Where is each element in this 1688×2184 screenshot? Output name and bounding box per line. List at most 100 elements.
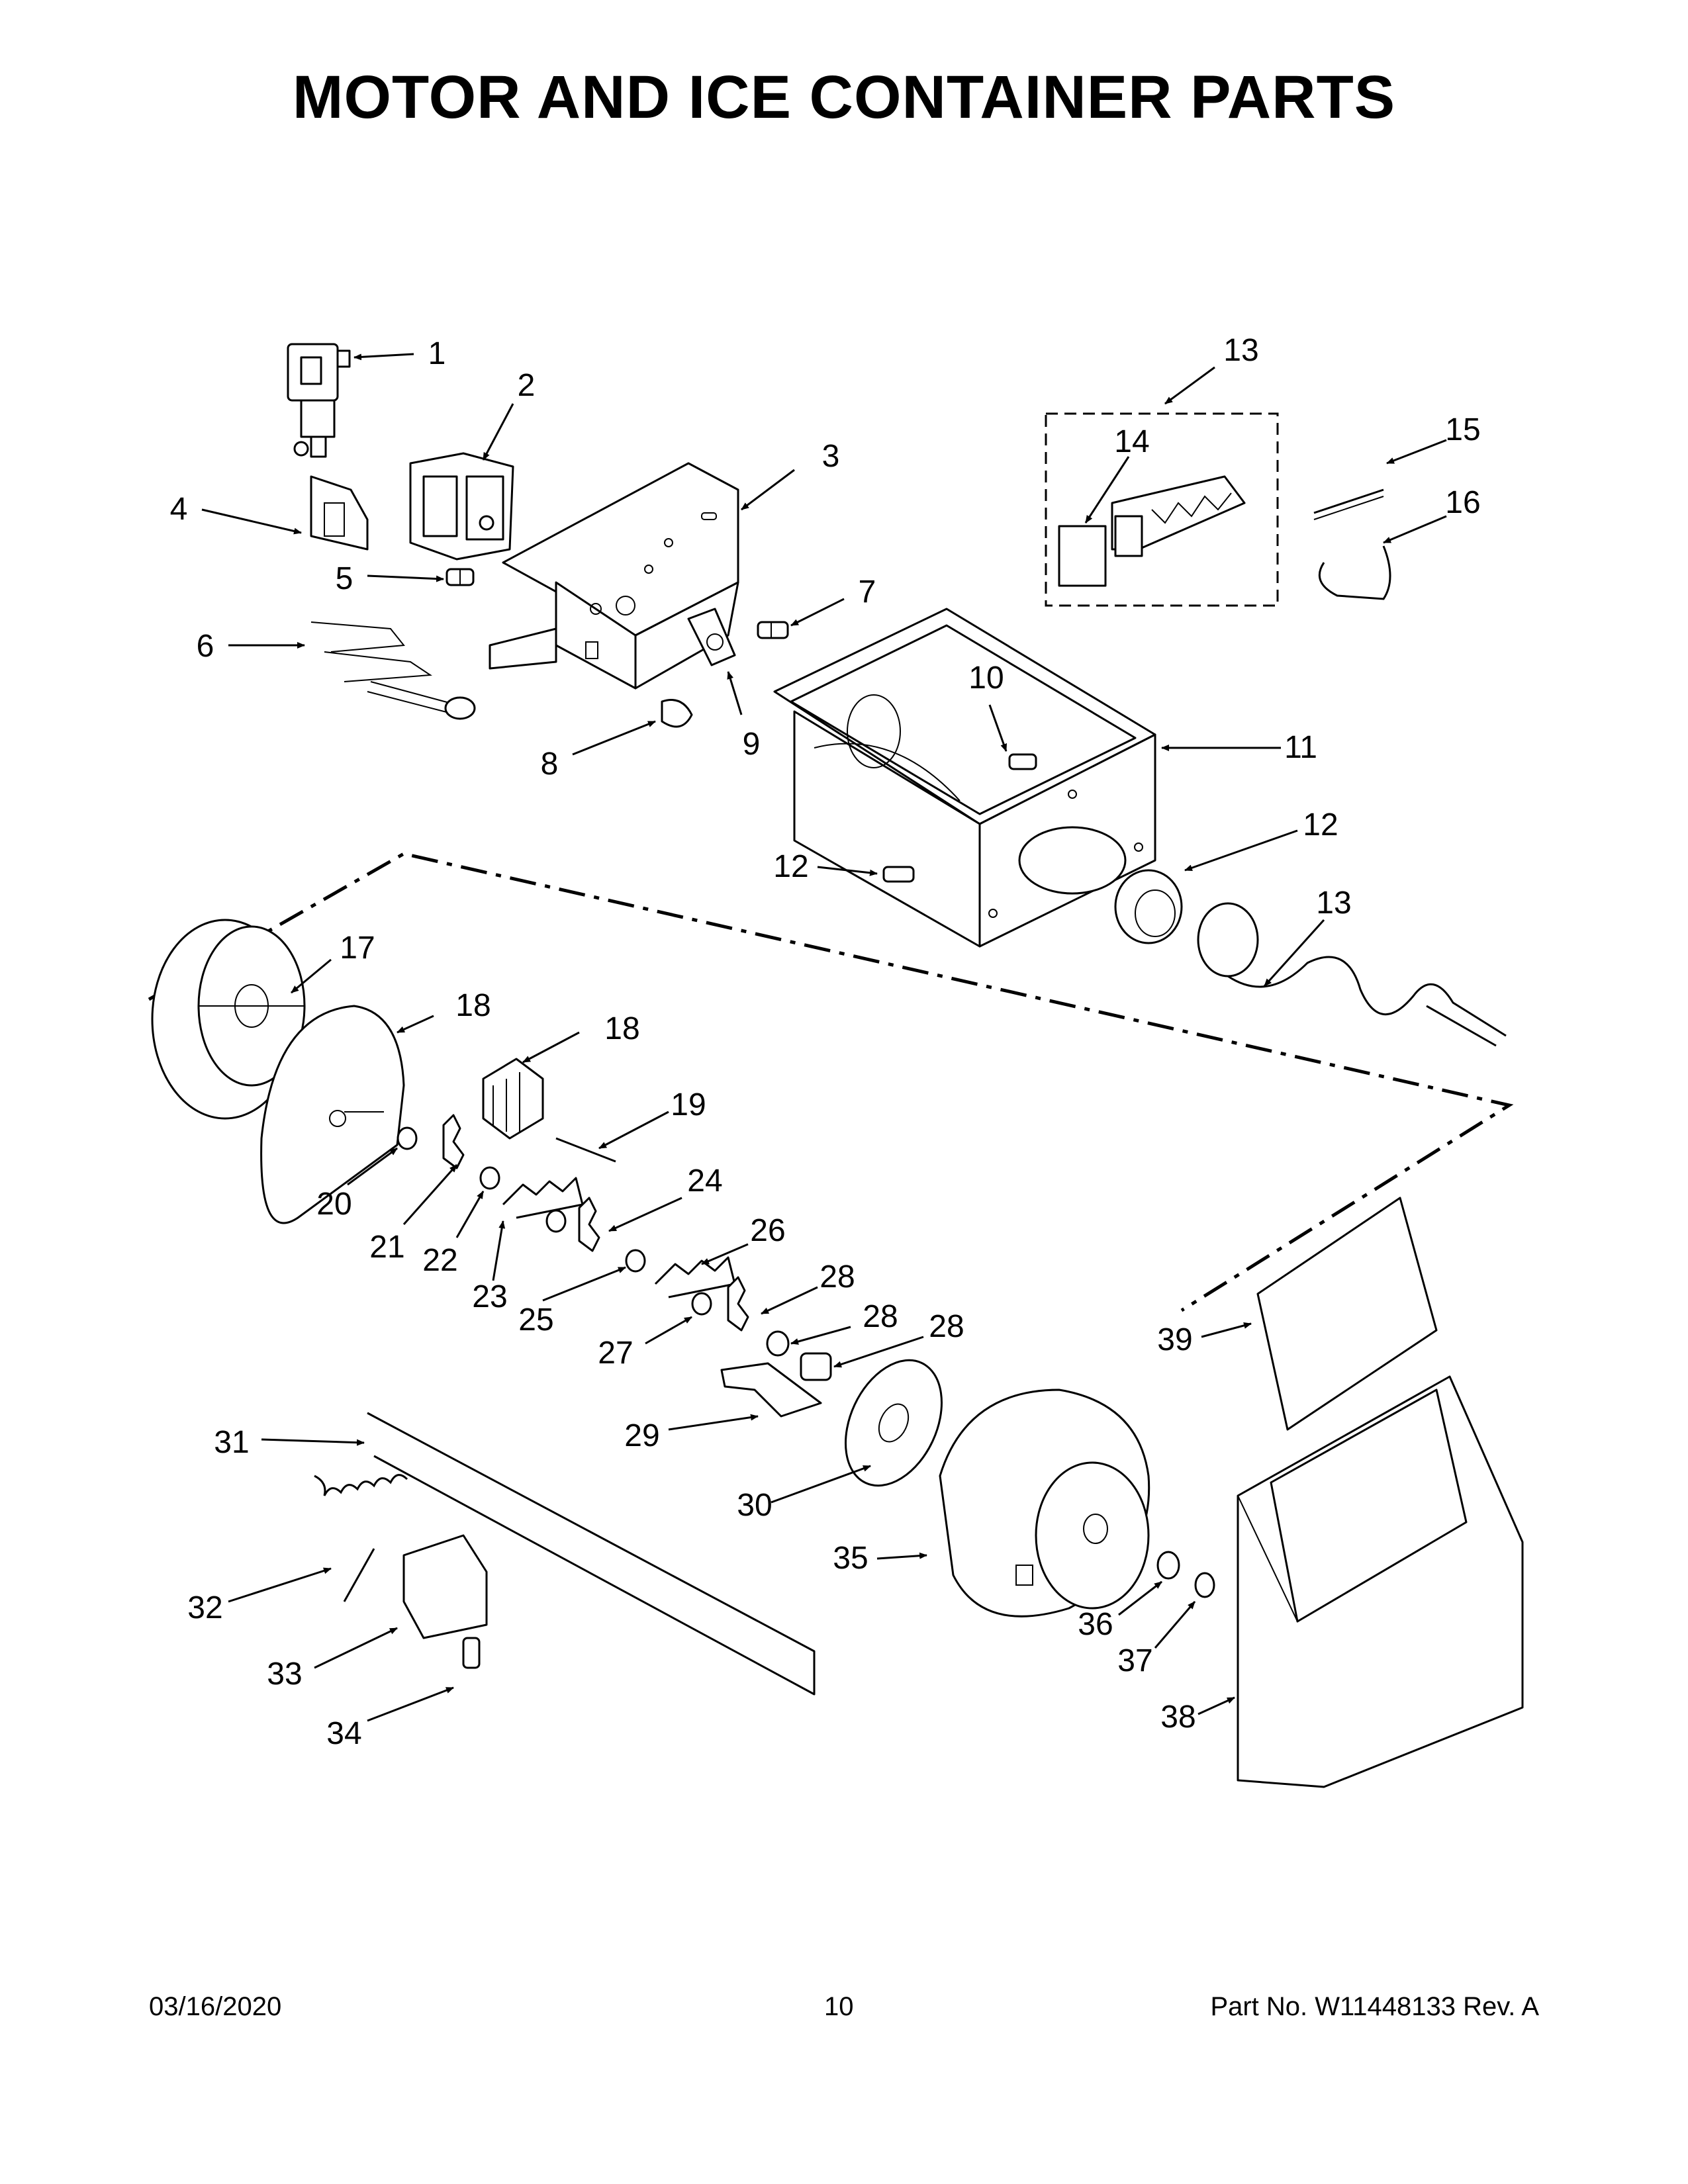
solenoid-bracket-part: [310, 475, 369, 551]
bearing-part: [1114, 869, 1183, 944]
callout-34: 13: [1223, 333, 1258, 368]
screw-part-7: [757, 621, 789, 639]
callout-25: 31: [214, 1425, 249, 1460]
callout-30: 29: [624, 1418, 659, 1453]
callout-33: 12: [1303, 807, 1338, 842]
footer-page-number: 10: [824, 1992, 854, 2021]
callout-12-upper: 20: [316, 1187, 352, 1222]
actuator-part: [720, 1362, 822, 1418]
leader-arrow-12-lower: [542, 1266, 626, 1302]
callout-27: 33: [267, 1657, 302, 1692]
callout-5: 30: [737, 1488, 772, 1523]
leader-arrow-37: [1084, 456, 1130, 523]
motor-part: [939, 1388, 1150, 1617]
leader-arrow-4: [572, 720, 656, 756]
callout-38: 4: [170, 492, 188, 527]
callout-35: 15: [1445, 412, 1480, 447]
leader-arrow-22: [291, 958, 332, 994]
coupler-part: [800, 1352, 832, 1381]
callout-7: 7: [859, 574, 876, 610]
bail-arm-part: [1318, 545, 1391, 600]
icemaker-group-box: [1045, 412, 1279, 607]
leader-arrow-13-upper: [455, 1191, 485, 1238]
leader-arrow-1: [741, 469, 795, 511]
housing-bracket-part: [489, 462, 739, 690]
callout-14: 21: [369, 1230, 404, 1265]
leader-arrow-39: [367, 574, 444, 582]
callout-22: 17: [340, 931, 375, 966]
leader-arrow-28-lower: [367, 1686, 454, 1722]
callout-12-lower: 25: [518, 1302, 553, 1338]
callout-28-lower: 34: [326, 1716, 361, 1751]
leader-arrow-7: [790, 598, 845, 627]
leader-arrow-3: [353, 353, 414, 361]
chute-housing-part: [1237, 1375, 1524, 1788]
callout-28-upper: 10: [968, 660, 1004, 696]
screw-part-39: [445, 568, 475, 586]
knob-part: [661, 699, 693, 728]
leader-arrow-18-upper: [701, 1243, 749, 1265]
ice-container-part: [773, 608, 1156, 948]
auger-wire-part: [1197, 902, 1507, 1047]
leader-arrow-35: [1386, 439, 1447, 465]
footer-part-number: Part No. W11448133 Rev. A: [1210, 1992, 1539, 2021]
leader-arrow-30: [668, 1414, 759, 1431]
callout-18-lower: 23: [472, 1279, 507, 1314]
leader-arrow-28-middle: [817, 866, 878, 876]
callout-6: 6: [197, 629, 214, 664]
leader-arrow-24: [833, 1336, 924, 1368]
icemaker-part: [1058, 475, 1246, 587]
callout-11: 11: [1284, 730, 1317, 765]
door-flap-part: [1256, 1197, 1438, 1431]
flange-part: [260, 1005, 405, 1224]
callout-36: 16: [1445, 485, 1480, 520]
callout-4: 8: [541, 747, 559, 782]
footer-date: 03/16/2020: [149, 1992, 282, 2021]
leader-arrow-29: [876, 1552, 927, 1560]
wire-harness-part: [310, 621, 476, 720]
leader-arrow-23: [397, 1015, 434, 1034]
callout-10: 39: [1157, 1322, 1192, 1357]
spring-part: [314, 1474, 408, 1602]
callout-31: 36: [1078, 1607, 1113, 1642]
pin-part: [555, 1137, 616, 1163]
leader-arrow-9: [1197, 1696, 1235, 1715]
callout-9: 38: [1160, 1700, 1196, 1735]
leader-arrow-5: [771, 1465, 871, 1504]
callout-13-lower: 27: [598, 1336, 633, 1371]
callout-26: 32: [187, 1590, 222, 1625]
leader-arrow-27: [314, 1627, 398, 1669]
leader-arrow-32: [1154, 1601, 1196, 1649]
callout-16: 28: [820, 1259, 855, 1295]
leader-arrow-16: [761, 1286, 818, 1315]
callout-1: 3: [822, 439, 840, 474]
leader-arrow-12-upper: [347, 1147, 398, 1186]
leader-arrow-2: [482, 403, 514, 461]
blade-stack-parts: [397, 1114, 790, 1357]
screw-part-28-lower: [462, 1637, 481, 1669]
callout-2: 2: [518, 368, 536, 403]
page-title: MOTOR AND ICE CONTAINER PARTS: [292, 64, 1396, 131]
leader-arrow-34: [1164, 366, 1215, 405]
leader-arrow-17: [790, 1326, 851, 1345]
leader-arrow-20: [598, 1111, 669, 1150]
auger-assembly-outline: [148, 852, 1514, 1312]
callout-8: 9: [743, 727, 761, 762]
gear-plate-part: [844, 1359, 943, 1487]
callout-39: 5: [336, 561, 353, 596]
crusher-block-part: [482, 1058, 544, 1140]
leader-arrow-18-lower: [492, 1220, 506, 1281]
callout-24: 28: [929, 1309, 964, 1344]
leader-arrow-14: [402, 1164, 458, 1225]
leader-arrow-31: [1118, 1580, 1162, 1616]
spring-bracket-part: [402, 1534, 488, 1639]
leader-arrow-36: [1383, 515, 1447, 544]
callout-32: 37: [1117, 1643, 1152, 1678]
clip-part: [687, 608, 736, 666]
screw-part-28-middle: [882, 866, 915, 883]
callout-17: 28: [863, 1299, 898, 1334]
callout-19: 18: [604, 1011, 639, 1046]
callout-37: 14: [1114, 424, 1149, 459]
